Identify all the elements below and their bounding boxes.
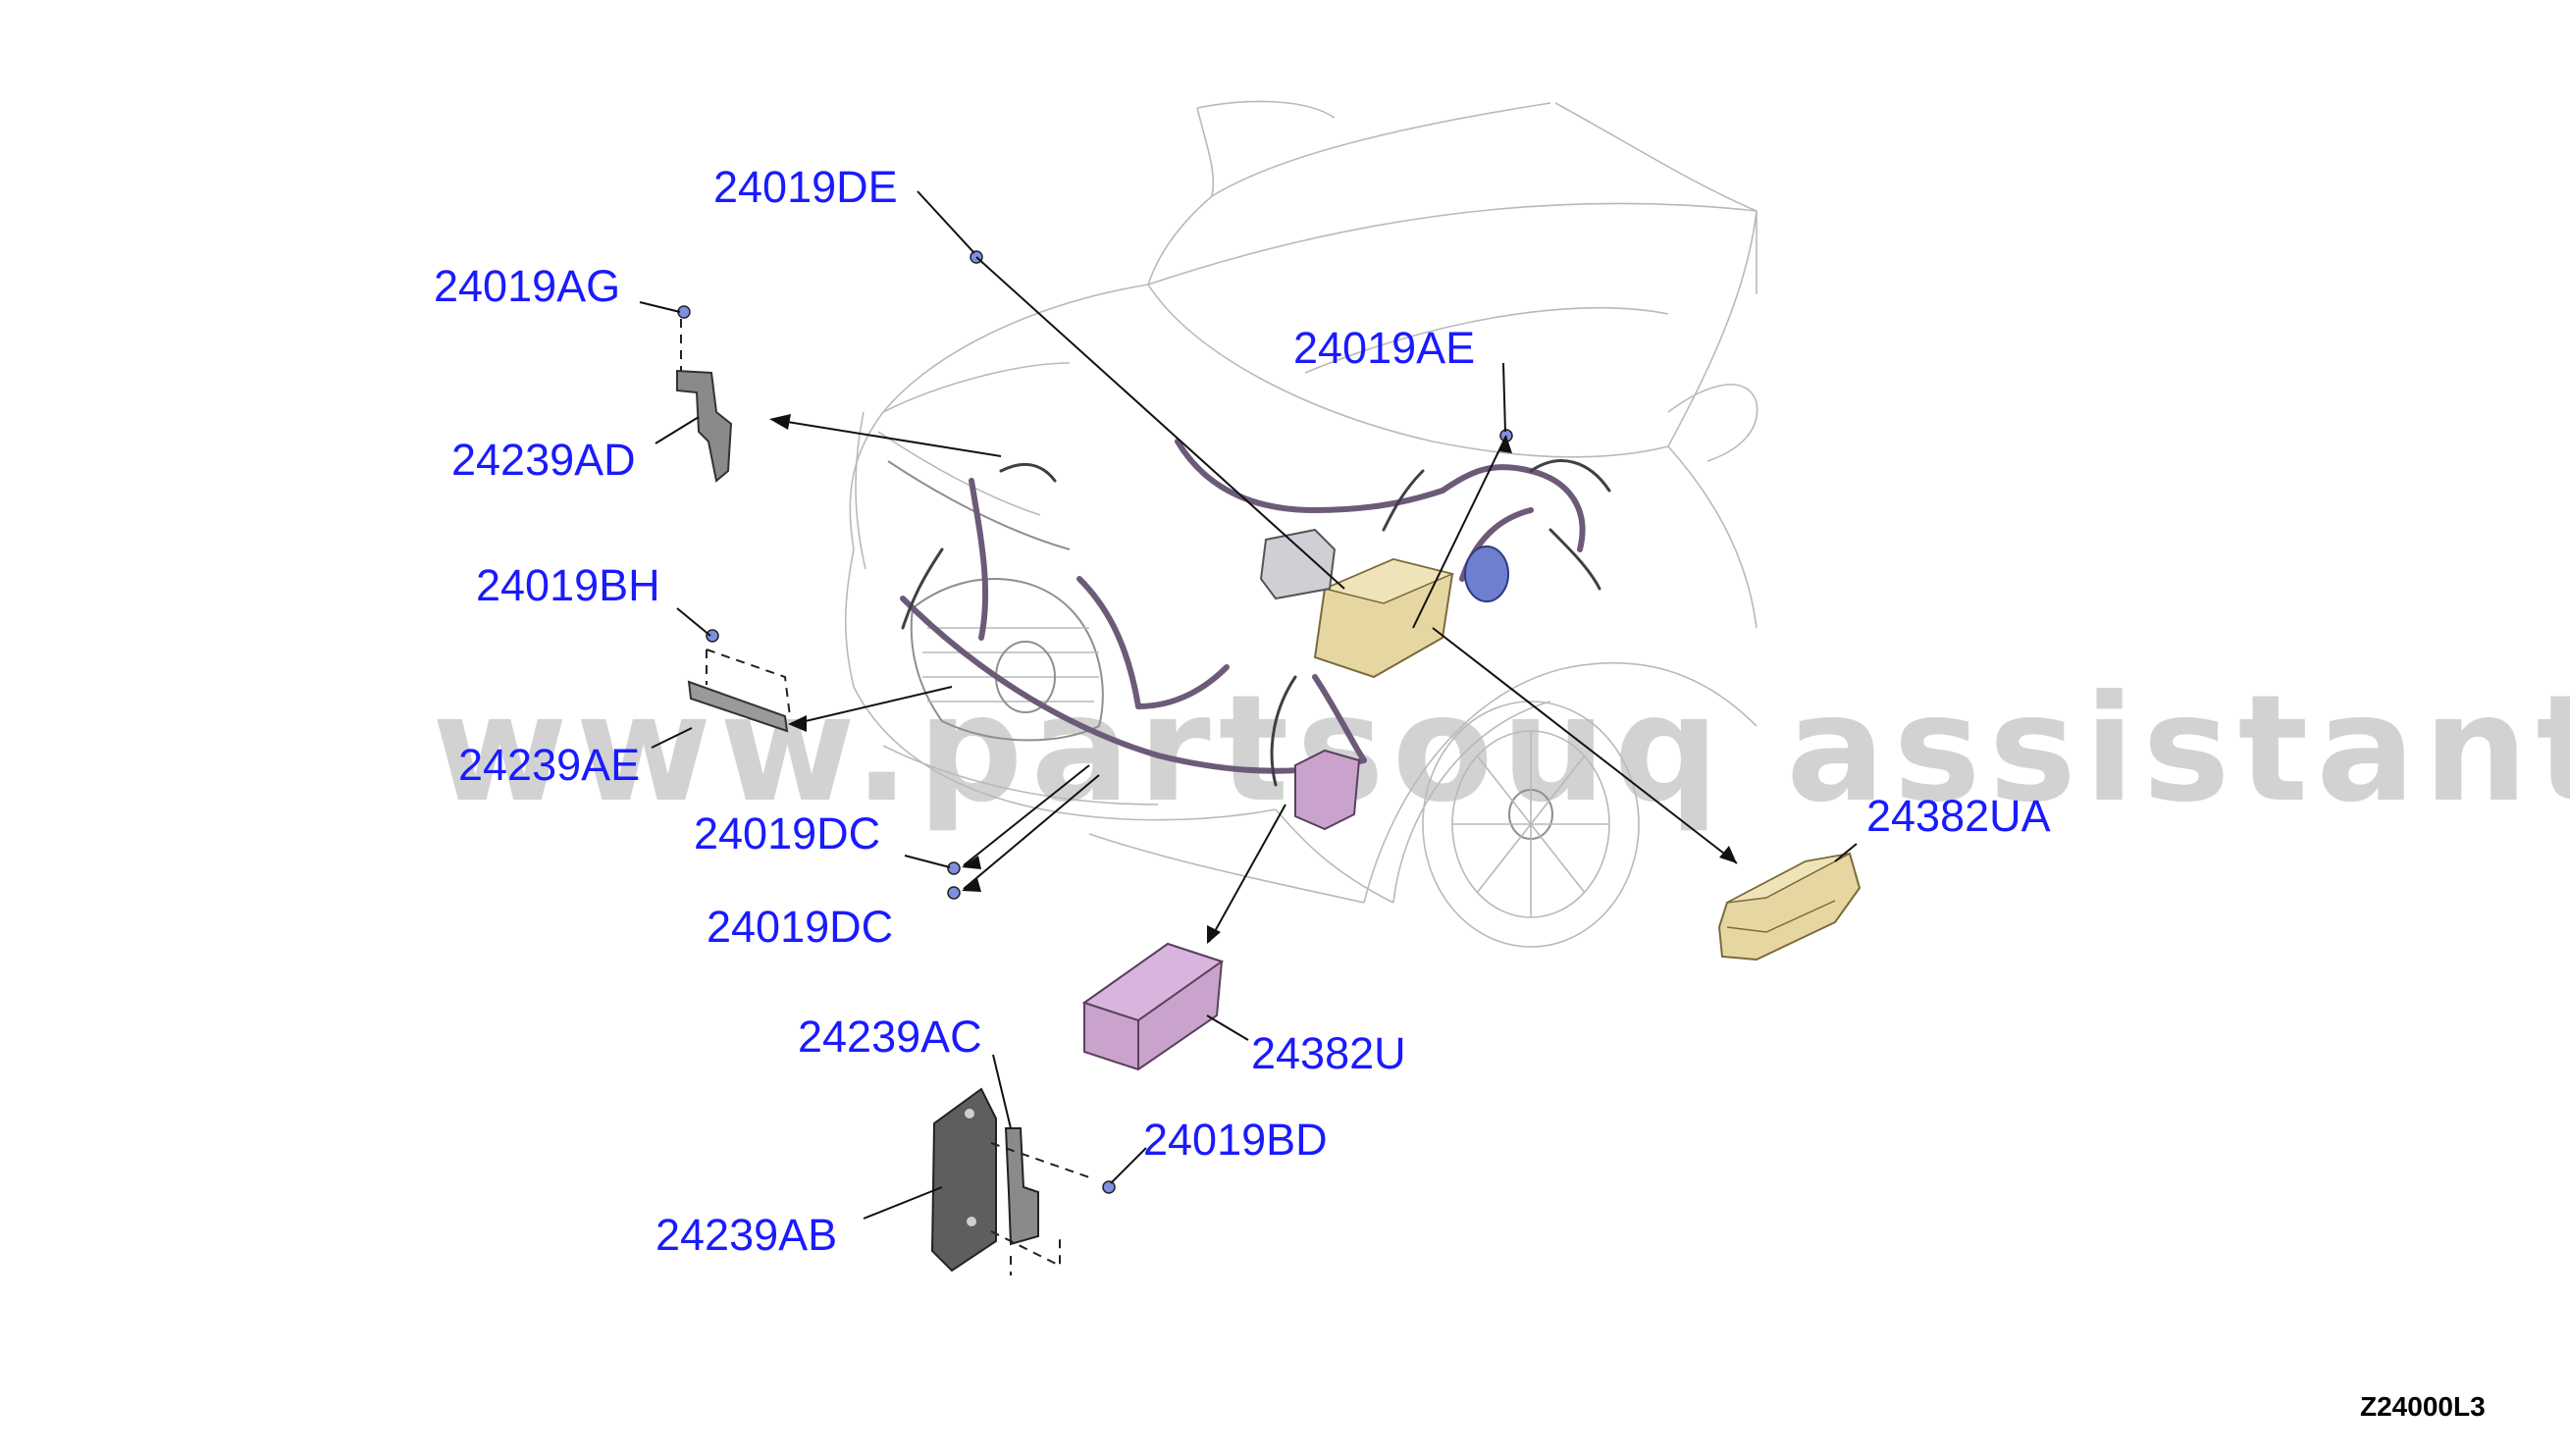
callout-24019AE: 24019AE bbox=[1293, 323, 1475, 373]
callout-24019AG: 24019AG bbox=[434, 261, 620, 311]
callout-24019BD: 24019BD bbox=[1143, 1115, 1328, 1165]
bracket-24239AE bbox=[687, 629, 791, 733]
bracket-24239AD bbox=[676, 305, 733, 483]
installed-fuse-box bbox=[1294, 749, 1361, 831]
installed-relay-block bbox=[1259, 528, 1337, 600]
brake-booster bbox=[1464, 546, 1509, 602]
fuse-box-24382U bbox=[1081, 942, 1225, 1071]
diagram-code: Z24000L3 bbox=[2360, 1391, 2486, 1422]
bracket-24239AC bbox=[990, 1127, 1090, 1275]
callout-24019DC-lower: 24019DC bbox=[707, 902, 893, 952]
clip-24019DC-lower bbox=[947, 886, 961, 900]
clip-24019BD bbox=[1102, 1180, 1116, 1194]
callout-24019DE: 24019DE bbox=[713, 162, 898, 212]
arrowheads bbox=[769, 414, 1737, 944]
callout-24382U: 24382U bbox=[1251, 1028, 1406, 1078]
callout-24239AD: 24239AD bbox=[451, 435, 636, 485]
bracket-24239AB bbox=[930, 1087, 997, 1273]
clip-24019DC-upper bbox=[947, 861, 961, 875]
watermark: www.partsouq assistant.com bbox=[432, 664, 2570, 835]
callout-24382UA: 24382UA bbox=[1866, 791, 2051, 841]
car-body-outline bbox=[844, 100, 1758, 948]
fuse-box-cover-24382UA bbox=[1717, 852, 1862, 962]
leader-lines bbox=[639, 190, 1858, 1220]
callout-24019BH: 24019BH bbox=[476, 560, 660, 610]
callout-24239AB: 24239AB bbox=[656, 1210, 837, 1260]
installed-fuse-box-cover bbox=[1313, 557, 1455, 679]
callout-24239AC: 24239AC bbox=[798, 1012, 982, 1062]
callout-24019DC-upper: 24019DC bbox=[694, 808, 880, 858]
callout-24239AE: 24239AE bbox=[458, 740, 640, 790]
